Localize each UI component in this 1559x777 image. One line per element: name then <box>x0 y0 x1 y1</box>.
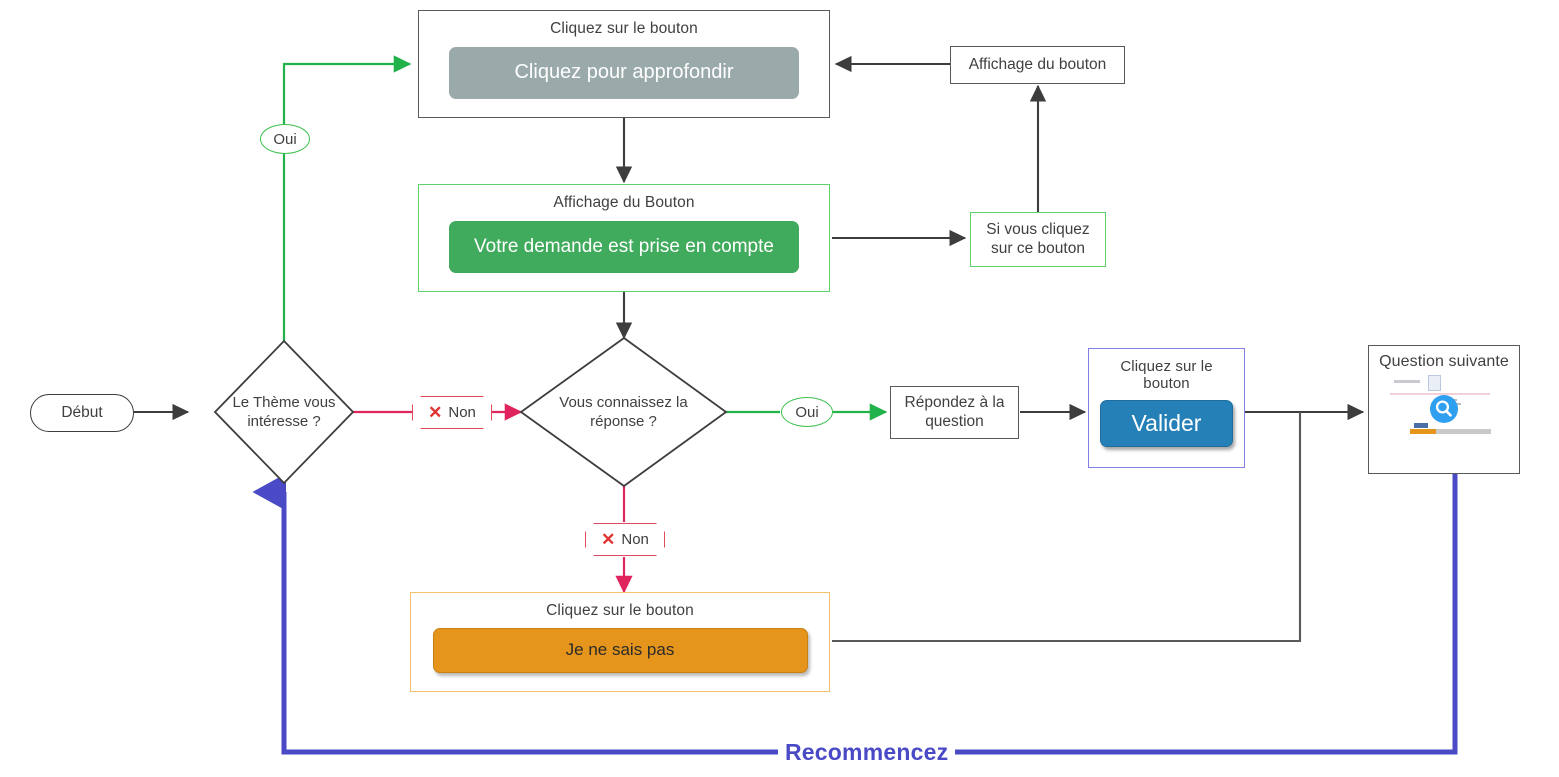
answer-question-label: Répondez à la question <box>904 393 1005 430</box>
dont-know-card: Cliquez sur le bouton Je ne sais pas <box>410 592 830 692</box>
request-button[interactable]: Votre demande est prise en compte <box>449 220 799 273</box>
next-question-card: Question suivante <box>1368 345 1520 474</box>
edge-label-non-answer: ✕ Non <box>585 523 665 556</box>
validate-card-caption: Cliquez sur le bouton <box>1120 358 1213 393</box>
answer-question-box: Répondez à la question <box>890 386 1019 439</box>
deepen-button[interactable]: Cliquez pour approfondir <box>449 46 799 99</box>
decision-theme: Le Thème vous intéresse ? <box>215 341 353 483</box>
button-display-box: Affichage du bouton <box>950 46 1125 84</box>
decision-theme-label: Le Thème vous intéresse ? <box>232 393 336 431</box>
request-card-caption: Affichage du Bouton <box>553 194 695 211</box>
edge-label-oui-theme: Oui <box>260 124 310 154</box>
validate-card: Cliquez sur le bouton Valider <box>1088 348 1245 468</box>
restart-label: Recommencez <box>778 739 956 766</box>
non-theme-text: Non <box>448 404 476 421</box>
validate-button[interactable]: Valider <box>1100 399 1233 447</box>
dont-know-card-caption: Cliquez sur le bouton <box>546 602 694 619</box>
deepen-card-caption: Cliquez sur le bouton <box>550 20 698 37</box>
next-question-label: Question suivante <box>1379 353 1509 370</box>
if-you-click-box: Si vous cliquez sur ce bouton <box>970 212 1106 267</box>
non-answer-text: Non <box>621 531 649 548</box>
decision-answer-label: Vous connaissez la réponse ? <box>559 393 688 431</box>
start-label: Début <box>61 404 103 421</box>
edge-label-non-theme: ✕ Non <box>412 396 492 429</box>
oui-theme-text: Oui <box>273 130 297 148</box>
x-icon: ✕ <box>428 403 443 422</box>
x-icon: ✕ <box>601 530 616 549</box>
deepen-card: Cliquez sur le bouton Cliquez pour appro… <box>418 10 830 118</box>
button-display-label: Affichage du bouton <box>968 55 1107 73</box>
request-card: Affichage du Bouton Votre demande est pr… <box>418 184 830 292</box>
next-question-thumbnail <box>1388 374 1500 436</box>
dont-know-button[interactable]: Je ne sais pas <box>432 627 808 673</box>
edge-label-oui-answer: Oui <box>781 397 833 427</box>
decision-answer: Vous connaissez la réponse ? <box>521 338 726 486</box>
if-you-click-label: Si vous cliquez sur ce bouton <box>986 220 1090 257</box>
start-terminator: Début <box>30 394 134 432</box>
magnifier-icon <box>1430 395 1458 424</box>
oui-answer-text: Oui <box>795 403 819 421</box>
